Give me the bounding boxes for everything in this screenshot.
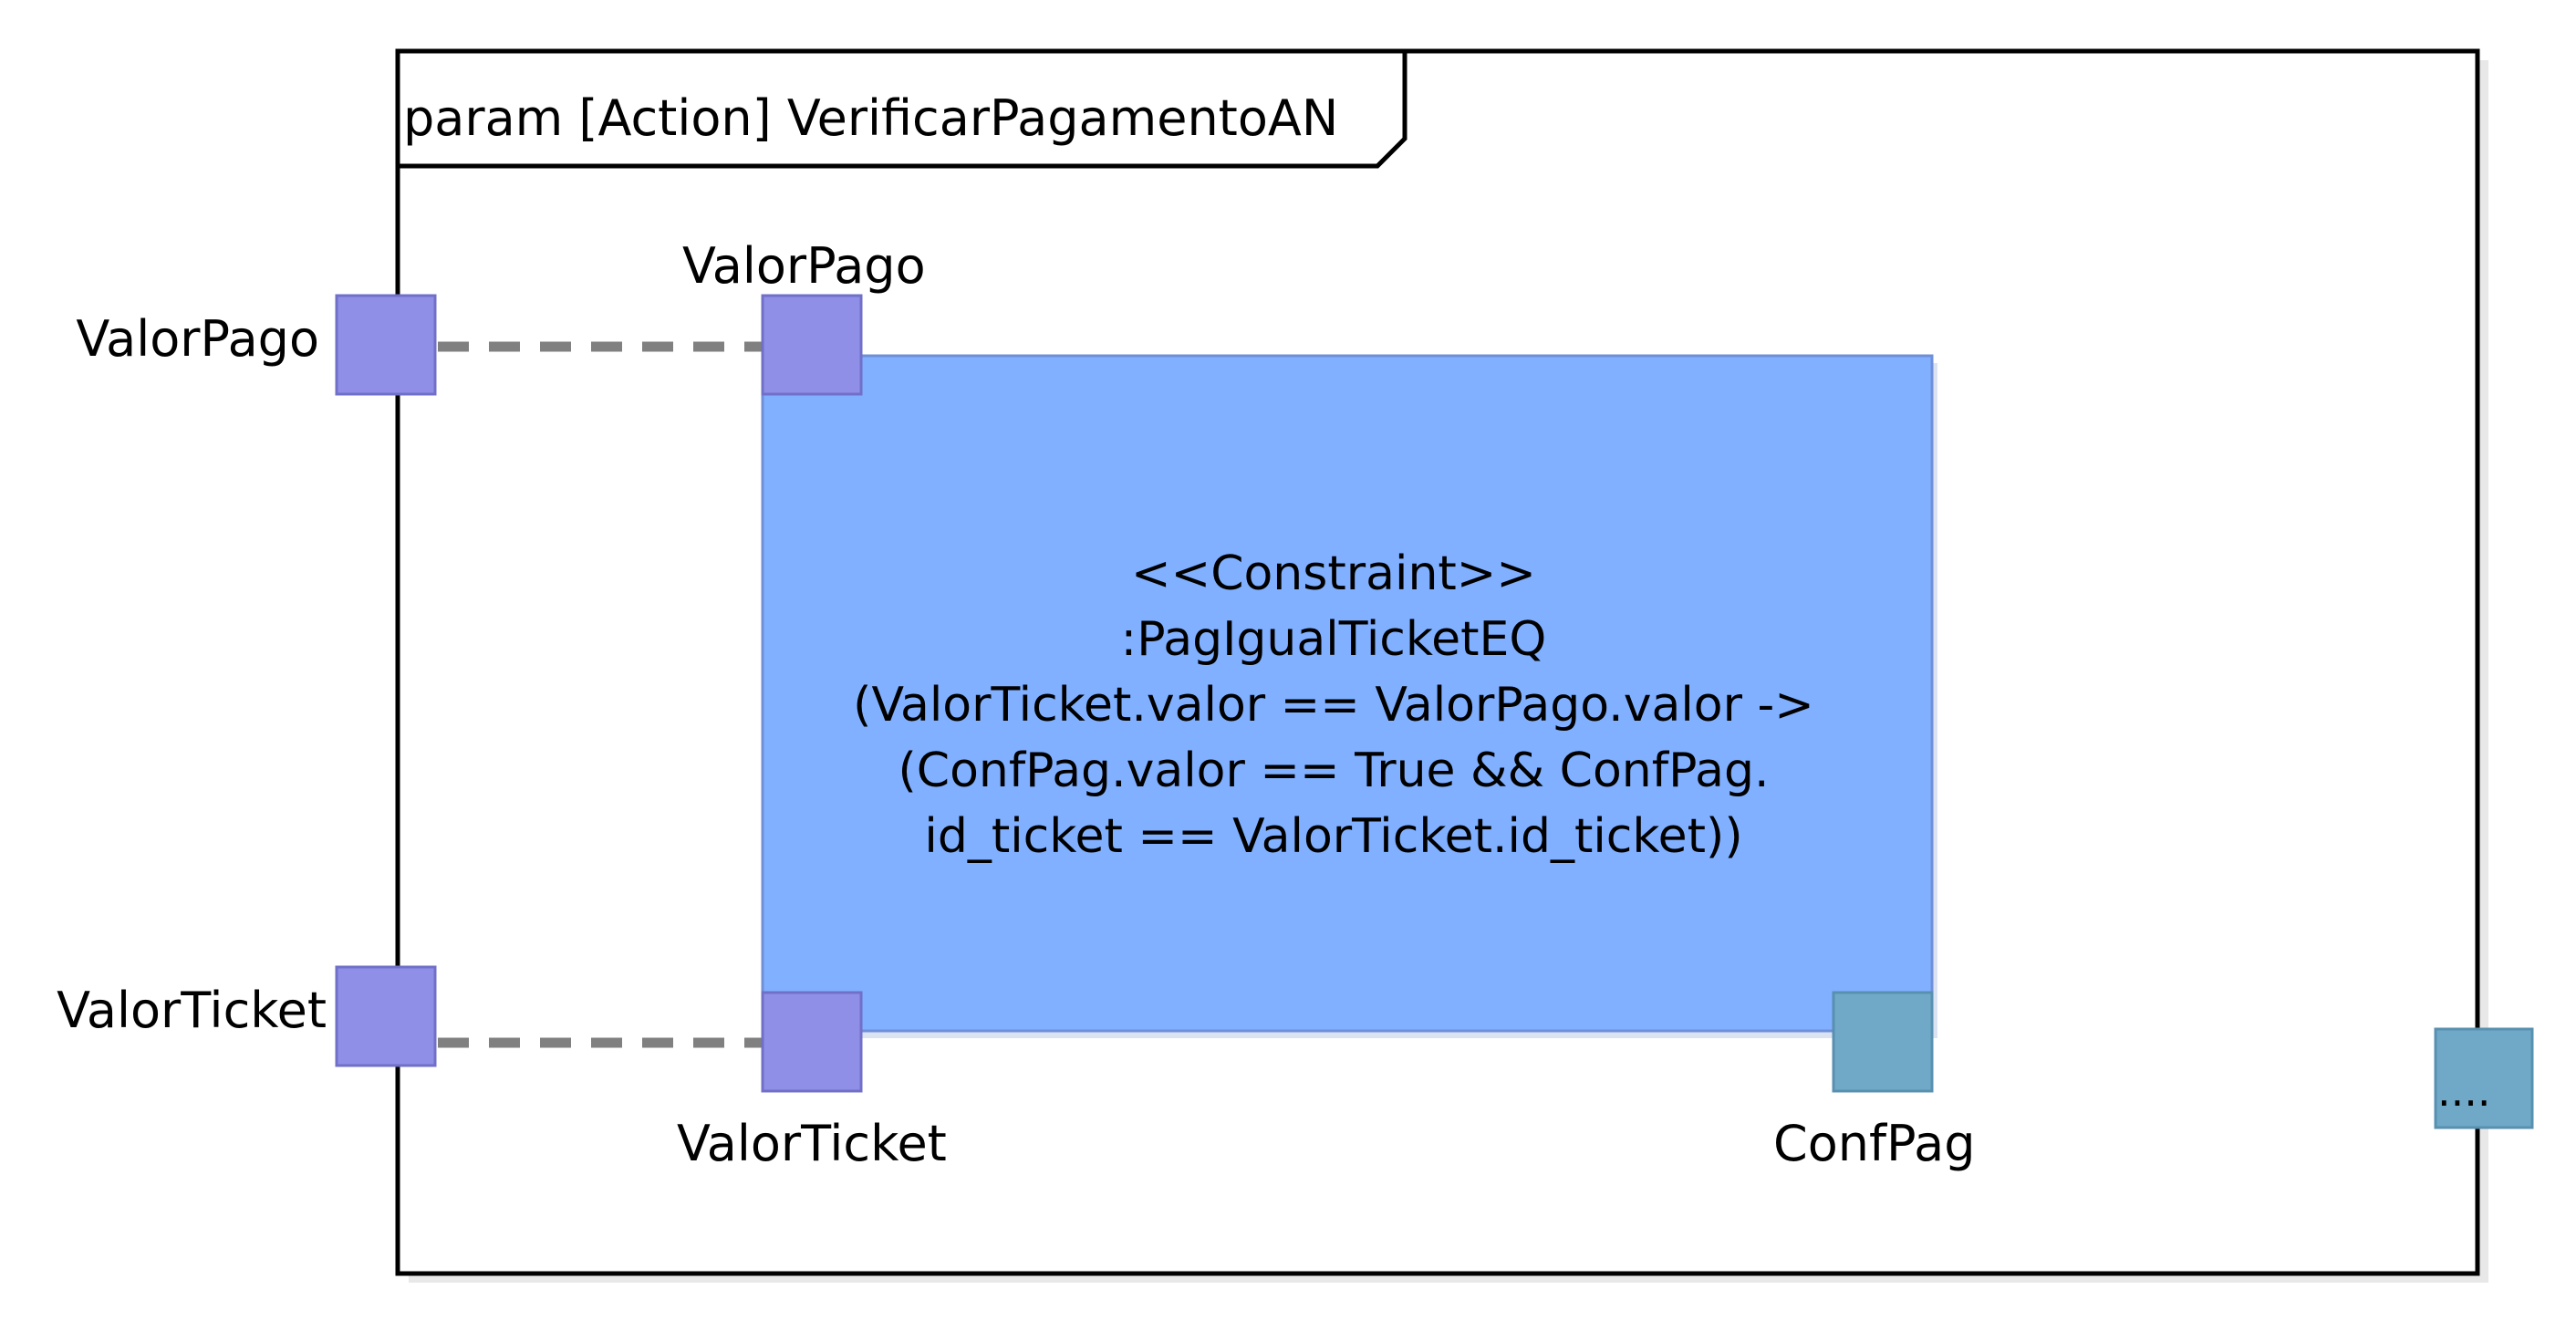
constraint-expression-line-1: (ValorTicket.valor == ValorPago.valor -> bbox=[853, 678, 1814, 733]
frame-title-tab bbox=[398, 51, 1407, 169]
frame-port-valor-ticket[interactable] bbox=[335, 965, 437, 1067]
constraint-stereotype: <<Constraint>> bbox=[1131, 546, 1536, 601]
frame-port-valor-ticket-label: ValorTicket bbox=[57, 982, 327, 1039]
constraint-port-valor-ticket-label: ValorTicket bbox=[677, 1115, 947, 1172]
constraint-port-valor-pago[interactable] bbox=[761, 294, 863, 396]
constraint-port-conf-pag[interactable] bbox=[1832, 991, 1934, 1093]
frame-port-valor-pago[interactable] bbox=[335, 294, 437, 396]
constraint-port-valor-pago-label: ValorPago bbox=[682, 237, 926, 295]
frame-port-extra[interactable] bbox=[2434, 1027, 2534, 1129]
constraint-block[interactable] bbox=[761, 354, 1934, 1033]
frame-title: param [Action] VerificarPagamentoAN bbox=[403, 89, 1338, 147]
constraint-name: :PagIgualTicketEQ bbox=[1121, 612, 1547, 667]
frame-port-valor-pago-label: ValorPago bbox=[76, 310, 319, 368]
constraint-port-conf-pag-label: ConfPag bbox=[1773, 1115, 1975, 1172]
frame-port-extra-label: .... bbox=[2437, 1066, 2491, 1116]
constraint-expression-line-2: (ConfPag.valor == True && ConfPag. bbox=[898, 743, 1770, 798]
constraint-port-valor-ticket[interactable] bbox=[761, 991, 863, 1093]
constraint-expression-line-3: id_ticket == ValorTicket.id_ticket)) bbox=[924, 809, 1742, 864]
